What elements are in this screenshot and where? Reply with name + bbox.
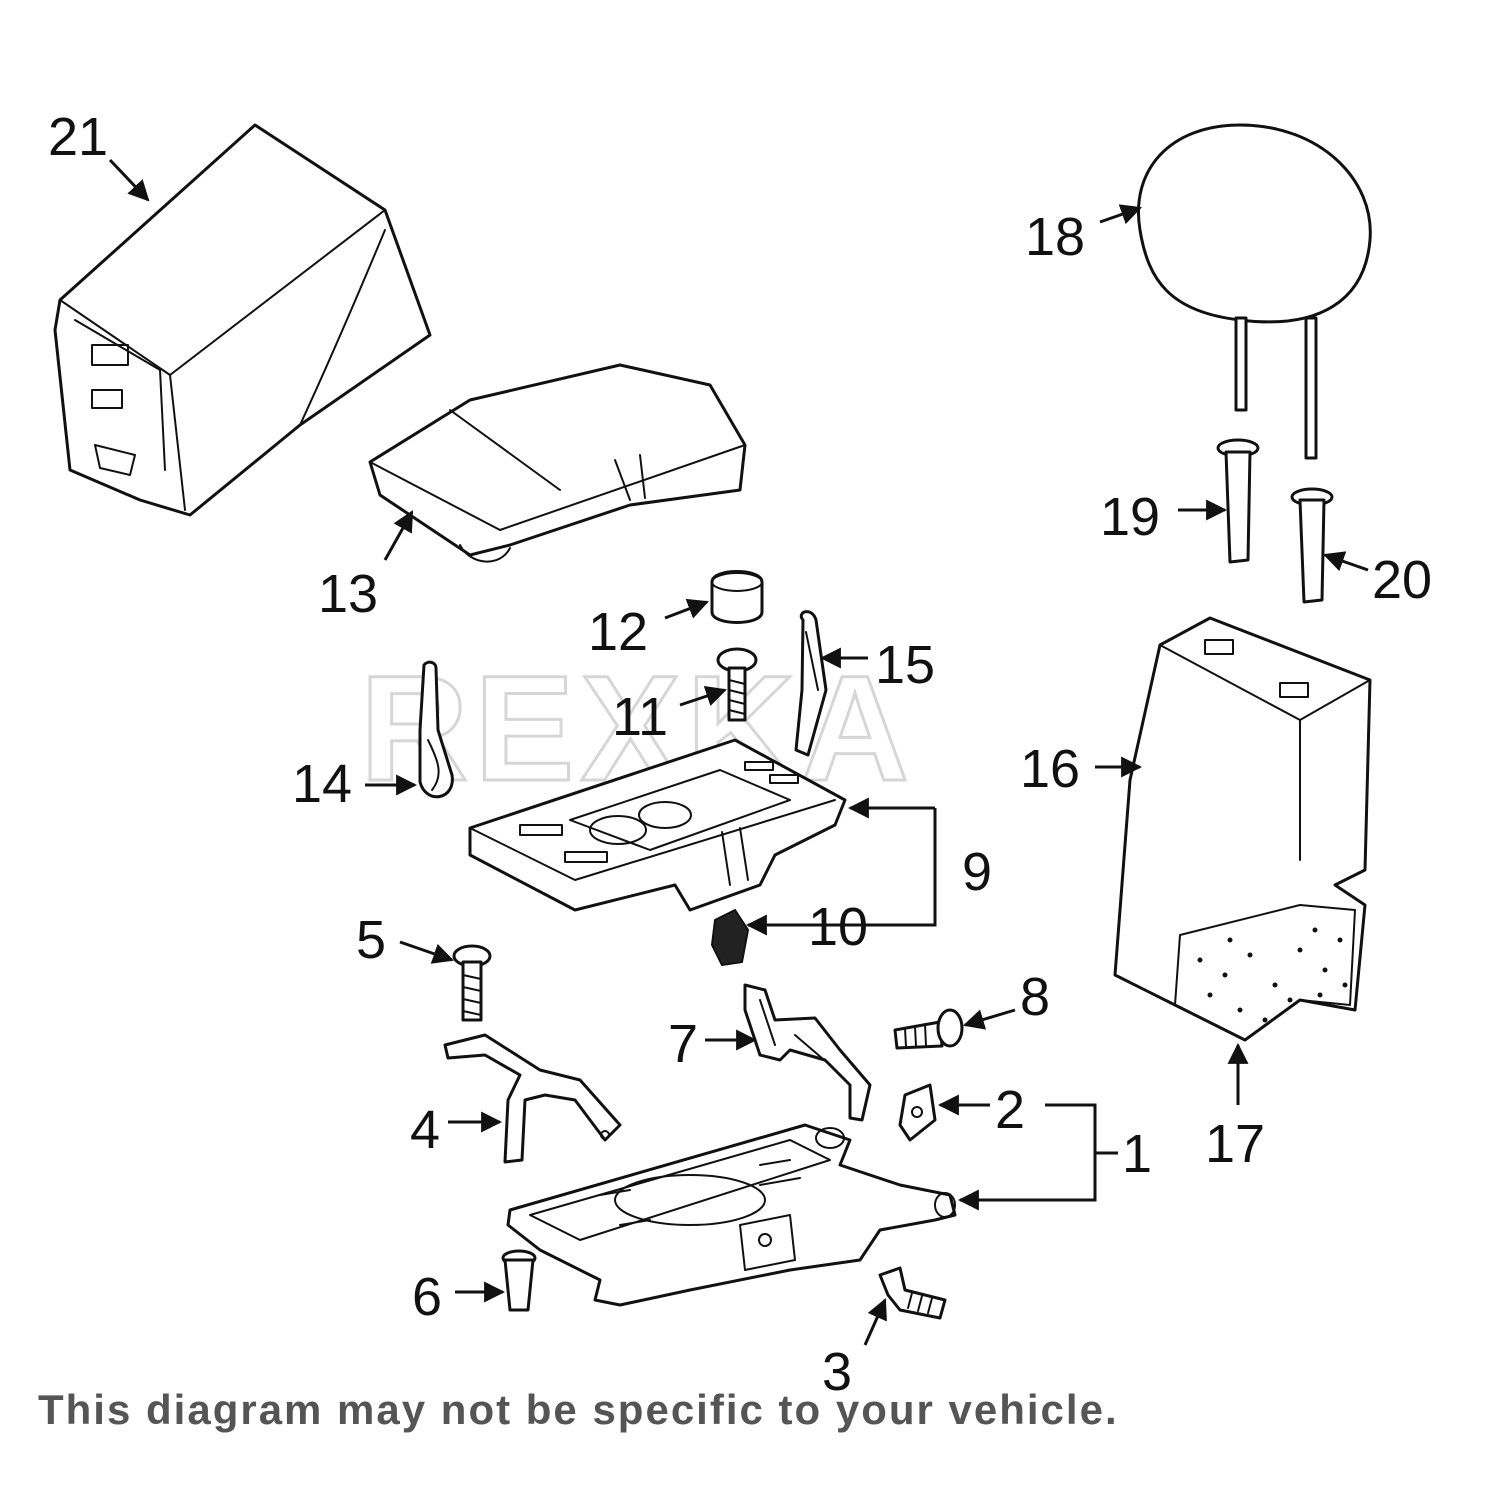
disclaimer-text: This diagram may not be specific to your… — [38, 1386, 1119, 1433]
callout-21: 21 — [48, 107, 108, 167]
callout-13: 13 — [318, 564, 378, 624]
callout-12: 12 — [588, 602, 648, 662]
part-10-clip[interactable] — [710, 908, 750, 967]
part-15-strap[interactable] — [794, 610, 828, 757]
callout-6: 6 — [412, 1267, 442, 1327]
callout-17: 17 — [1205, 1114, 1265, 1174]
part-9-console-tray[interactable] — [468, 738, 847, 912]
part-5-bolt[interactable] — [452, 944, 492, 1022]
callout-3: 3 — [822, 1342, 852, 1402]
callout-7: 7 — [668, 1014, 698, 1074]
callout-14: 14 — [292, 754, 352, 814]
part-3-bolt[interactable] — [878, 1266, 947, 1320]
part-1-seat-track[interactable] — [506, 1123, 957, 1307]
callout-2: 2 — [995, 1080, 1025, 1140]
callout-18: 18 — [1025, 207, 1085, 267]
callout-20: 20 — [1372, 550, 1432, 610]
part-20-guide[interactable] — [1290, 487, 1334, 604]
part-14-strap[interactable] — [418, 660, 454, 799]
leader-lines — [108, 158, 1369, 1346]
callout-9: 9 — [962, 842, 992, 902]
part-8-bolt[interactable] — [893, 1008, 964, 1050]
callout-8: 8 — [1020, 967, 1050, 1027]
part-12-cap[interactable] — [710, 570, 764, 624]
callout-4: 4 — [410, 1100, 440, 1160]
callout-labels: 21 18 13 12 15 11 14 19 20 16 9 10 5 8 7… — [48, 107, 1432, 1402]
callout-5: 5 — [356, 910, 386, 970]
part-4-bracket[interactable] — [443, 1033, 622, 1164]
part-13-armrest-pad[interactable] — [368, 363, 747, 563]
part-16-seat-back[interactable] — [1113, 616, 1372, 1042]
part-6-bushing[interactable] — [501, 1249, 537, 1312]
callout-15: 15 — [875, 635, 935, 695]
part-18-headrest[interactable] — [1137, 123, 1372, 460]
part-2-nut[interactable] — [898, 1083, 937, 1142]
part-19-guide[interactable] — [1216, 438, 1260, 564]
part-21-armrest-cover[interactable] — [53, 123, 432, 517]
callout-10: 10 — [808, 897, 868, 957]
part-7-bracket[interactable] — [743, 983, 872, 1122]
callout-11: 11 — [612, 687, 668, 747]
part-11-screw[interactable] — [716, 647, 758, 722]
callout-16: 16 — [1020, 739, 1080, 799]
callout-19: 19 — [1100, 487, 1160, 547]
callout-1: 1 — [1122, 1124, 1152, 1184]
part-17-back-panel[interactable] — [1174, 904, 1356, 1041]
